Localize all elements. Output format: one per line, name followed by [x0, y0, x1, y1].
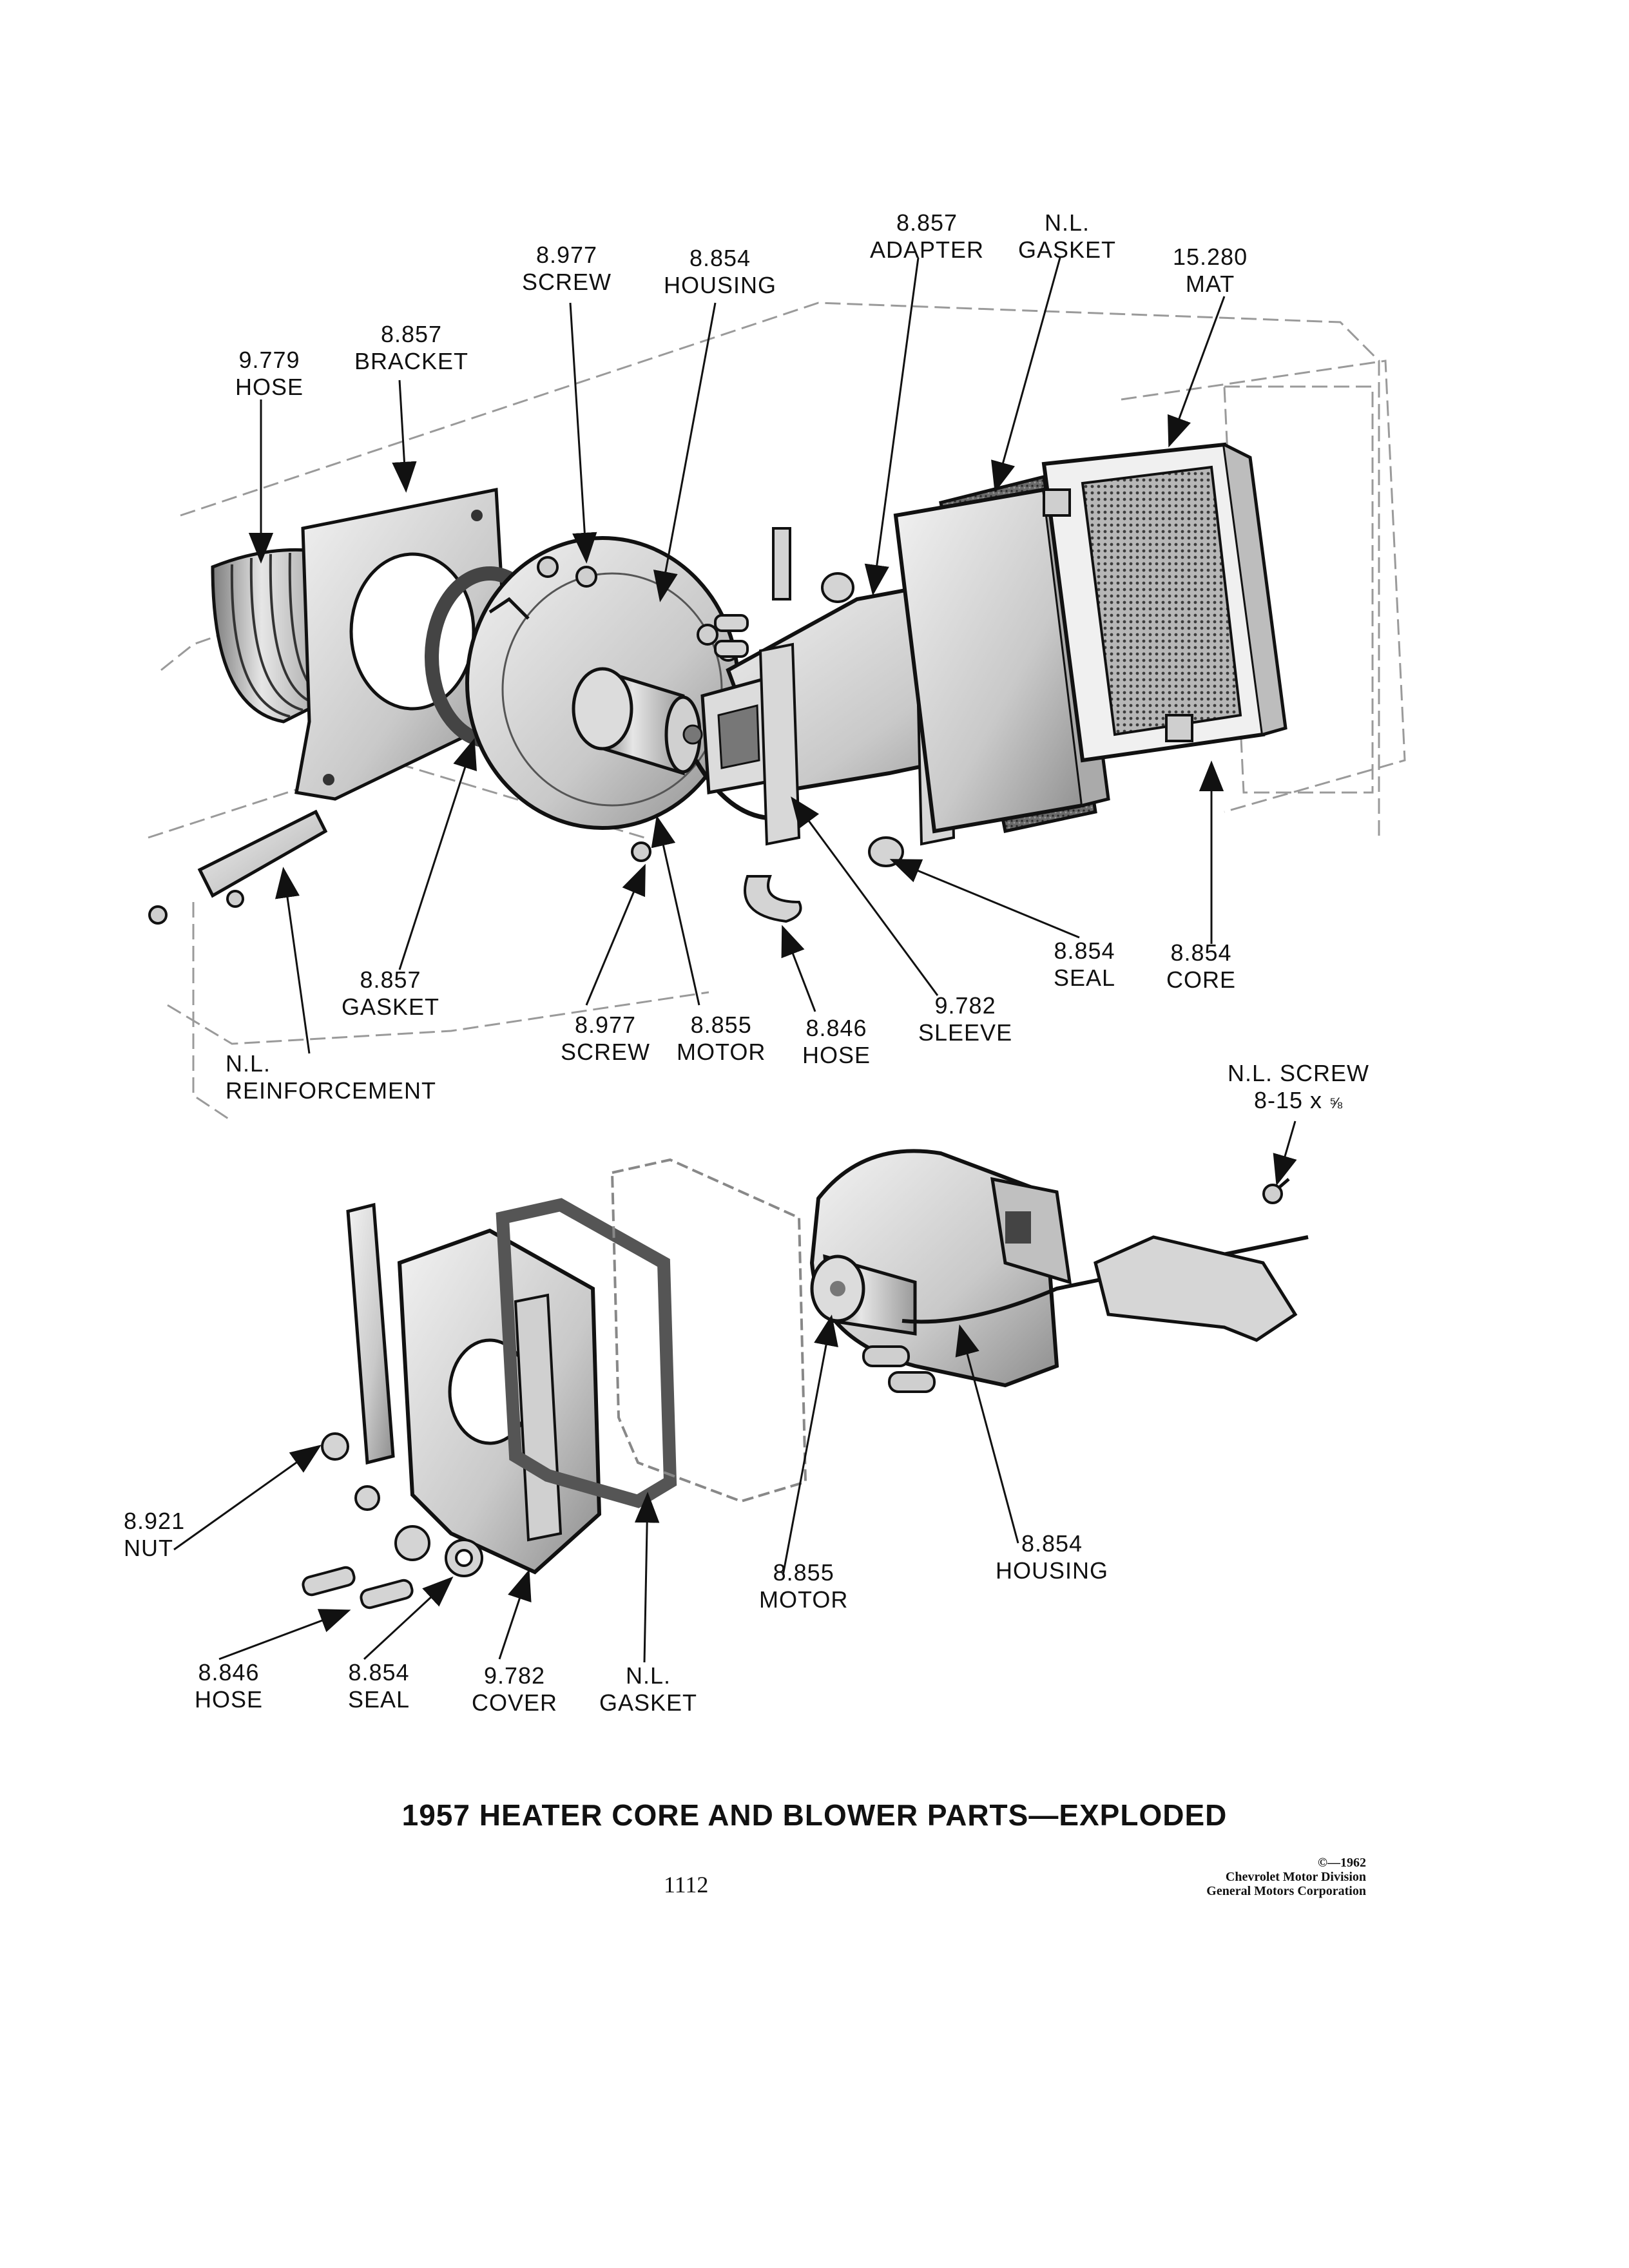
leader-lines — [173, 257, 1297, 1663]
callout-gasket-nl-top: N.L.GASKET — [1018, 209, 1117, 263]
dashed-gasket-outline — [610, 1158, 807, 1503]
bracket-strip-lower — [346, 1202, 395, 1465]
callout-gasket-nl-bottom: N.L.GASKET — [599, 1662, 698, 1716]
callout-reinforcement: N.L.REINFORCEMENT — [226, 1050, 436, 1104]
credit-line-1: Chevrolet Motor Division — [1225, 1870, 1366, 1884]
cover-plate — [397, 1228, 602, 1575]
harness-connector — [1094, 1235, 1298, 1342]
credit-line-2: General Motors Corporation — [1206, 1884, 1366, 1898]
cover-gasket-lower — [496, 1198, 677, 1508]
loose-parts-lower — [302, 1432, 483, 1610]
publisher-credit: ©—1962 Chevrolet Motor Division General … — [1070, 1856, 1366, 1898]
diagram-title: 1957 HEATER CORE AND BLOWER PARTS—EXPLOD… — [401, 1798, 1228, 1832]
heater-core-mesh — [1041, 442, 1287, 763]
loose-parts-upper — [714, 527, 904, 923]
copyright-line: ©—1962 — [1318, 1856, 1366, 1870]
page-number: 1112 — [664, 1872, 709, 1898]
reinforcement-strip — [148, 809, 328, 925]
blower-motor-lower — [810, 1235, 1309, 1393]
small-screw — [1262, 1178, 1290, 1204]
